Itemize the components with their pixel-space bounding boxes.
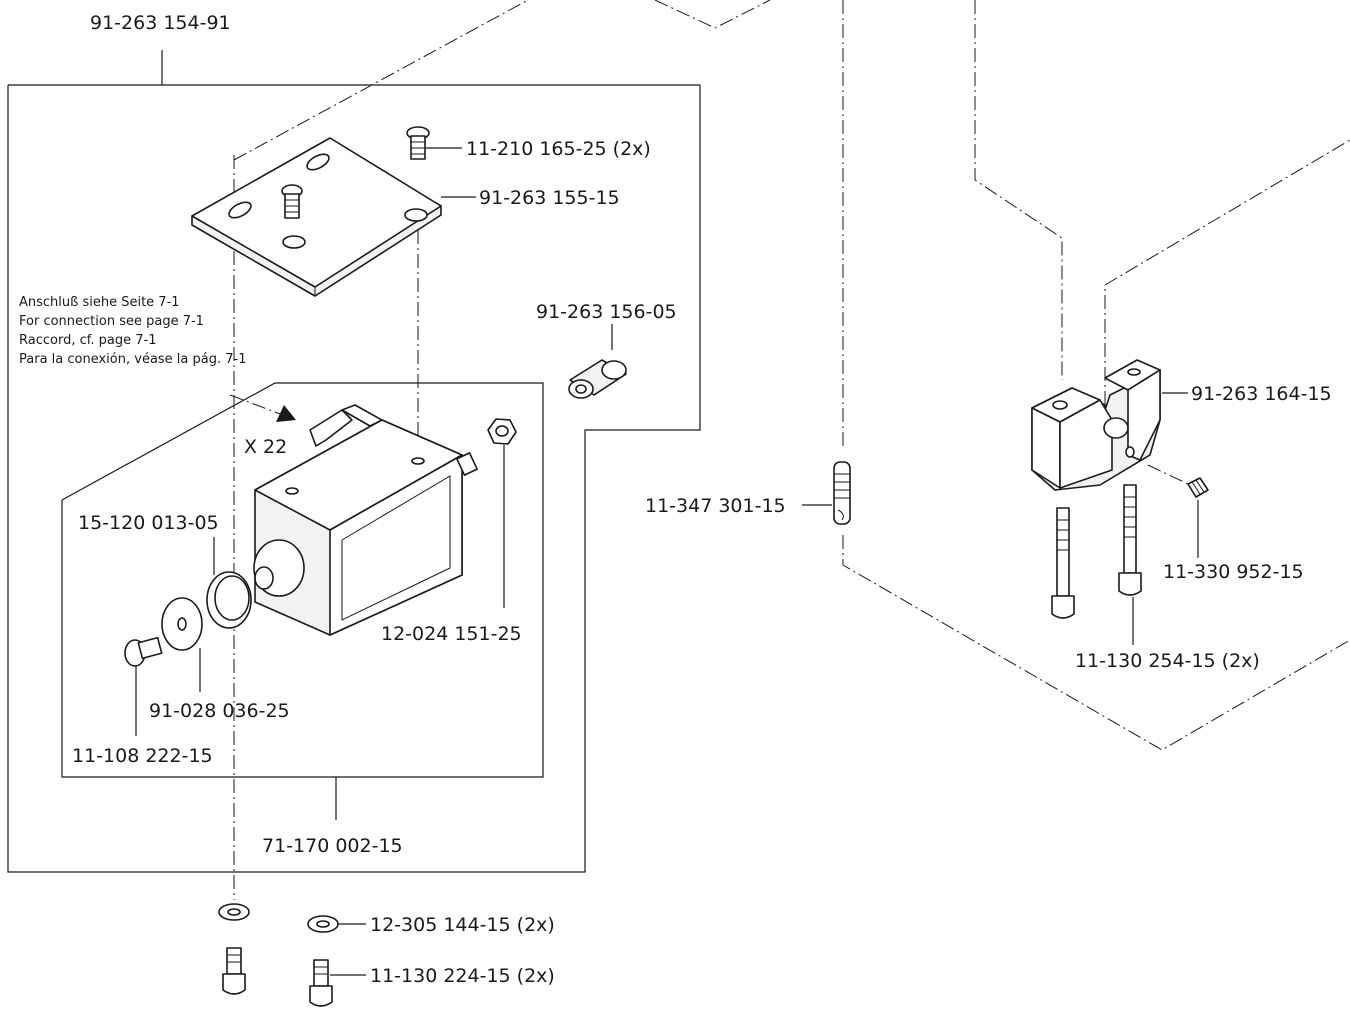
mounting-plate [191,137,442,297]
assembly-frame-inner [61,382,544,820]
top-screw [406,126,462,160]
bottom-screws [222,947,366,1007]
pin [802,461,851,525]
axis-lines-right [842,0,1350,751]
connection-note: Anschluß siehe Seite 7-1 For connection … [19,295,247,367]
long-screws [1051,484,1142,645]
label-sleeve: 91-263 156-05 [536,301,677,323]
label-small-screw: 11-108 222-15 [72,745,213,767]
axis-lines-left [229,0,771,900]
label-solenoid-assembly: 71-170 002-15 [262,835,403,857]
note-line-en: For connection see page 7-1 [19,314,204,329]
note-line-es: Para la conexión, véase la pág. 7-1 [19,352,247,367]
label-top-screw: 11-210 165-25 (2x) [466,138,651,160]
label-bottom-washer: 12-305 144-15 (2x) [370,914,555,936]
note-line-fr: Raccord, cf. page 7-1 [19,333,156,348]
leader-lines [276,196,476,422]
label-ring: 15-120 013-05 [78,512,219,534]
label-pin: 11-347 301-15 [645,495,786,517]
bracket [1031,359,1188,491]
plate-screw [281,184,303,219]
bottom-washer [218,903,366,933]
label-connection-x: X 22 [244,436,287,458]
assembly-frame-outer [7,50,701,873]
label-long-screws: 11-130 254-15 (2x) [1075,650,1260,672]
labels: 91-263 154-91 11-210 165-25 (2x) 91-263 … [72,12,1332,987]
small-screw [124,636,163,736]
ring [206,537,252,629]
label-plate: 91-263 155-15 [479,187,620,209]
hex-nut [487,418,517,608]
label-bottom-screw: 11-130 224-15 (2x) [370,965,555,987]
label-large-washer: 91-028 036-25 [149,700,290,722]
label-bracket: 91-263 164-15 [1191,383,1332,405]
large-washer [161,597,203,692]
label-assembly-top: 91-263 154-91 [90,12,231,34]
solenoid-body [253,404,478,636]
label-nut: 12-024 151-25 [381,623,522,645]
note-line-de: Anschluß siehe Seite 7-1 [19,295,180,310]
label-set-screw: 11-330 952-15 [1163,561,1304,583]
set-screw [1187,477,1209,558]
sleeve [568,324,627,399]
connection-arrow [276,405,296,422]
